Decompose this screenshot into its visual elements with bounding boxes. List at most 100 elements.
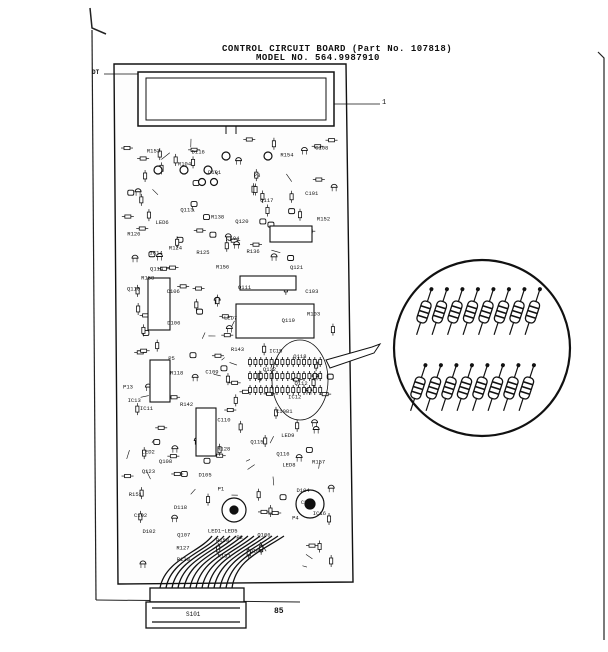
resistor [173,153,178,166]
resistor [257,509,270,514]
resistor [260,190,265,203]
component-ref-label: R158 [141,275,154,282]
transistor [270,253,278,261]
zone-resistor [248,357,252,367]
connector-s101 [145,587,247,629]
component-ref-label: Q108 [159,458,172,465]
resistor [167,454,180,459]
component-ref-label: D106 [167,320,180,327]
trace [318,462,320,469]
led-cluster [153,151,273,187]
component-ref-label: IC11 [140,405,154,412]
magnified-resistor [509,287,527,336]
trace [214,170,218,176]
trace [190,488,196,495]
zone-resistor [275,371,279,381]
resistor [136,302,141,315]
component-ref-label: Q122 [263,366,276,373]
board-components [121,137,338,568]
component-ref-label: IC14 [150,249,164,256]
resistor [177,284,190,289]
transistor [330,183,338,192]
trace [221,357,225,361]
resistor [312,177,325,182]
zone-resistor [302,357,306,367]
zone-resistor [248,385,252,395]
component-ref-label: C102 [134,512,147,519]
transistor [327,484,335,493]
component-ref-label: Q118 [293,353,306,360]
component-ref-label: P8 [254,172,261,179]
resistor [136,226,149,231]
component-ref-label: C1081 [276,408,293,415]
trace [191,206,195,212]
component-ref-label: R126 [127,230,140,237]
resistor [194,298,199,311]
component-ref-label: C101 [305,190,319,197]
resistor [175,236,180,249]
component-ref-label: R103 [307,310,320,317]
component-ref-label: R131 [218,552,232,559]
zone-resistor [253,385,258,395]
resistor [263,434,268,447]
zone-resistor [307,371,312,381]
trace [245,459,251,462]
zone-resistor [248,371,252,381]
component-ref-label: R138 [211,213,224,220]
resistor [225,373,230,386]
trace [302,565,308,568]
resistor [224,239,229,252]
resistor [271,137,276,150]
component-ref-label: Q113 [180,207,193,214]
component-ref-label: R118 [170,369,183,376]
capacitor [203,214,210,221]
component-ref-label: P13 [123,384,133,391]
component-ref-label: R154 [280,151,294,158]
component-ref-label: P4 [292,514,299,521]
component-ref-label: R153 [147,147,160,154]
component-ref-label: Q106 [257,531,270,538]
resistor [155,339,160,352]
component-ref-label: Q121 [290,264,304,271]
transistor [224,233,232,241]
zone-resistor [258,385,263,395]
resistor [228,380,241,385]
zone-resistor [253,357,258,367]
ic-packages [147,225,315,457]
component-ref-label: D102 [142,528,155,535]
trace [305,554,313,560]
trace [213,373,221,377]
zone-resistor [291,385,296,395]
component-ref-label: D118 [174,504,187,511]
component-ref-label: IC16 [313,510,326,517]
component-ref-label: C106 [167,288,180,295]
zone-resistor [312,357,317,367]
magnified-resistor [524,287,542,336]
transistor [131,254,139,263]
trace [140,395,149,398]
magnified-resistor [425,363,443,412]
component-ref-label: D116 [192,149,205,156]
component-ref-label: C103 [305,288,318,295]
component-ref-label: Q117 [260,197,273,204]
magnified-resistor [493,287,511,336]
capacitor [203,457,211,464]
resistor [221,333,234,338]
trace [271,249,281,253]
capacitor [189,352,197,359]
resistor [249,242,262,247]
component-ref-label: R136 [246,248,259,255]
zone-resistor [280,385,285,395]
magnified-resistor [518,363,536,412]
transistor [191,373,199,382]
capacitor [288,208,296,215]
magnified-resistor [441,363,459,412]
resistor [219,314,232,319]
component-ref-label: Q107 [177,532,190,539]
resistor [262,343,267,356]
trace [152,189,159,195]
component-ref-label: LED1~LED5 [208,528,238,535]
zone-resistor [269,357,274,367]
display-callout-ref: 1 [382,99,387,107]
trace [126,450,130,460]
